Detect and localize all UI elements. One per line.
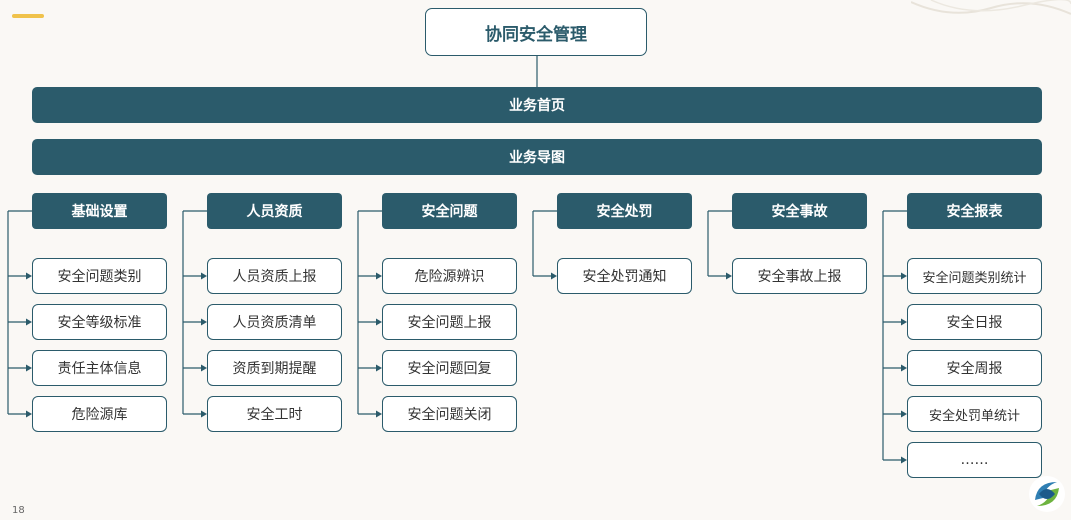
category-header[interactable]: 人员资质 [207,193,342,229]
category-item[interactable]: 安全事故上报 [732,258,867,294]
category-item[interactable]: 责任主体信息 [32,350,167,386]
business-map-bar[interactable]: 业务导图 [32,139,1042,175]
category-item[interactable]: 安全周报 [907,350,1042,386]
category-item[interactable]: …… [907,442,1042,478]
category-item[interactable]: 安全问题类别 [32,258,167,294]
category-header[interactable]: 安全问题 [382,193,517,229]
category-header[interactable]: 安全事故 [732,193,867,229]
root-node: 协同安全管理 [425,8,647,56]
category-item[interactable]: 安全问题关闭 [382,396,517,432]
category-item[interactable]: 人员资质上报 [207,258,342,294]
category-item[interactable]: 危险源辨识 [382,258,517,294]
decorative-pattern [911,0,1071,15]
category-item[interactable]: 资质到期提醒 [207,350,342,386]
logo-icon [1029,476,1065,512]
business-home-bar[interactable]: 业务首页 [32,87,1042,123]
category-item[interactable]: 安全处罚通知 [557,258,692,294]
category-item[interactable]: 人员资质清单 [207,304,342,340]
category-item[interactable]: 安全问题上报 [382,304,517,340]
category-item[interactable]: 危险源库 [32,396,167,432]
category-item[interactable]: 安全工时 [207,396,342,432]
category-item[interactable]: 安全日报 [907,304,1042,340]
page-number: 18 [12,505,25,516]
category-header[interactable]: 安全处罚 [557,193,692,229]
category-header[interactable]: 安全报表 [907,193,1042,229]
category-item[interactable]: 安全处罚单统计 [907,396,1042,432]
category-item[interactable]: 安全等级标准 [32,304,167,340]
category-item[interactable]: 安全问题类别统计 [907,258,1042,294]
category-item[interactable]: 安全问题回复 [382,350,517,386]
category-header[interactable]: 基础设置 [32,193,167,229]
accent-bar [12,14,44,18]
